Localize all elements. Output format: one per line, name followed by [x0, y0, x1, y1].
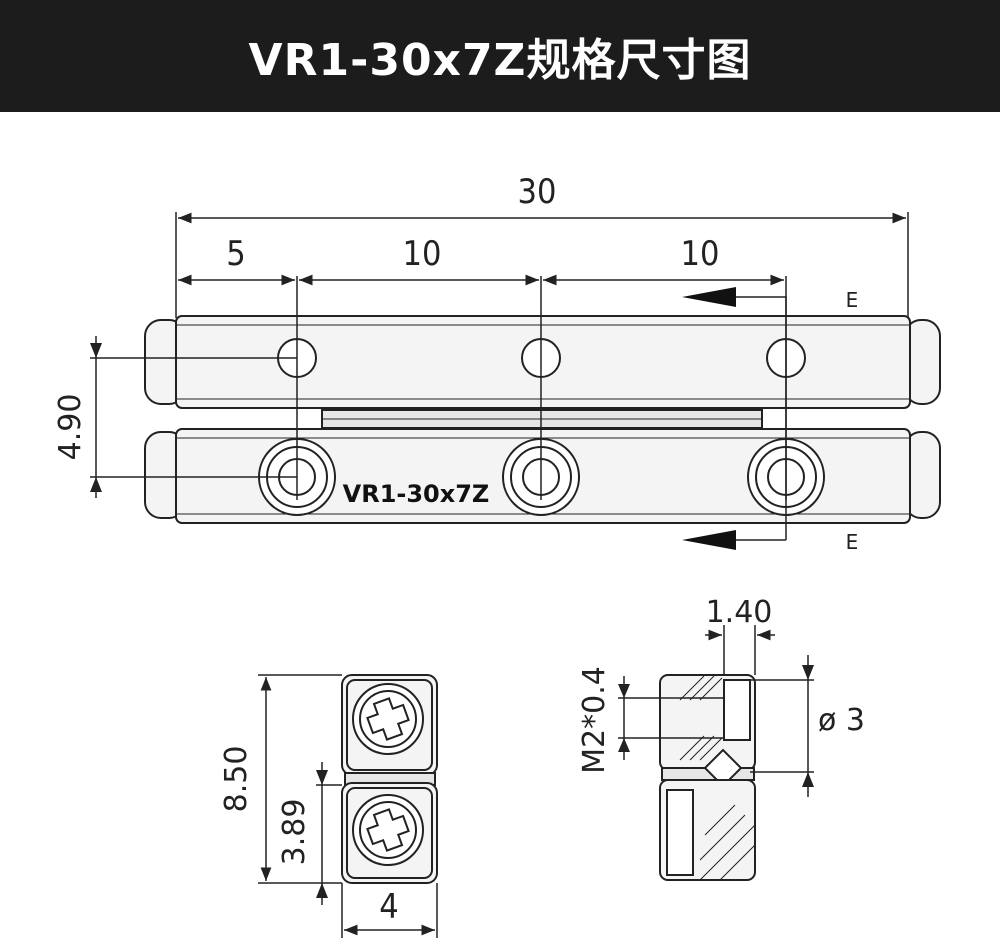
dim-overall-length: 30: [518, 172, 557, 212]
dim-diameter: ø 3: [818, 703, 865, 738]
title-banner: VR1-30x7Z规格尺寸图: [0, 0, 1000, 112]
dim-rail-height: 3.89: [277, 799, 312, 866]
dim-pitch-start: 5: [226, 234, 245, 274]
section-mark-bottom: E: [846, 530, 859, 554]
top-view: [90, 212, 941, 550]
dim-pitch-end: 10: [681, 234, 720, 274]
section-arrow-top: [682, 287, 736, 307]
section-arrow-bottom: [682, 530, 736, 550]
dim-section-width: 1.40: [706, 595, 773, 630]
page-title: VR1-30x7Z规格尺寸图: [248, 35, 752, 86]
dim-thread: M2*0.4: [577, 666, 612, 774]
dim-height: 8.50: [219, 746, 254, 813]
roller-cage: [321, 409, 763, 429]
section-mark-top: E: [846, 288, 859, 312]
cross-recess-top: [366, 697, 410, 741]
dim-width: 4: [379, 887, 398, 927]
dim-pitch-mid: 10: [403, 234, 442, 274]
end-view: [258, 674, 438, 938]
part-label: VR1-30x7Z: [343, 480, 490, 508]
cross-recess-bottom: [366, 808, 410, 852]
dim-hole-offset: 4.90: [53, 394, 88, 461]
section-view: [618, 625, 814, 881]
